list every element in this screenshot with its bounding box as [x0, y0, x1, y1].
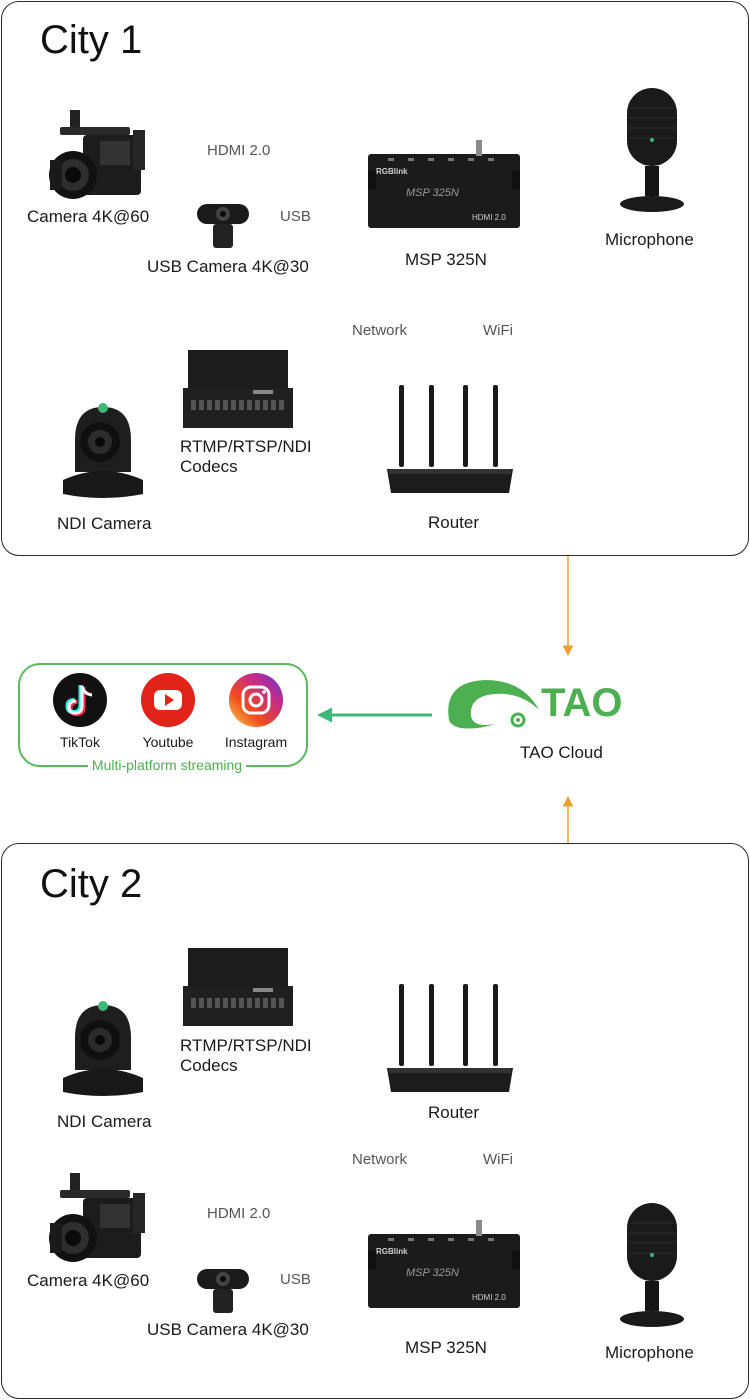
svg-text:RGBlink: RGBlink: [376, 1247, 408, 1256]
codec-rack-icon: [183, 948, 293, 1026]
usb-link-label-city1: USB: [280, 208, 311, 225]
network-label-city2: Network: [352, 1151, 408, 1168]
usb-link-label-city2: USB: [280, 1271, 311, 1288]
ptz-camera-icon: [63, 403, 143, 498]
codec-rack-icon: [183, 350, 293, 428]
codecs-label-line2-city1: Codecs: [180, 457, 238, 476]
router-label-city2: Router: [428, 1103, 480, 1122]
network-label-city1: Network: [352, 322, 408, 339]
camera-label-city2: Camera 4K@60: [27, 1271, 150, 1290]
city1-title: City 1: [40, 18, 143, 62]
ptz-camera-icon: [63, 1001, 143, 1096]
cinema-camera-icon: [49, 110, 145, 199]
svg-text:MSP 325N: MSP 325N: [406, 1267, 459, 1279]
msp-converter-icon: MSP 325N RGBlink HDMI 2.0: [368, 140, 520, 228]
wifi-label-city1: WiFi: [483, 322, 513, 339]
hdmi-link-label-city1: HDMI 2.0: [207, 142, 271, 159]
youtube-icon[interactable]: [141, 673, 195, 727]
streaming-caption: Multi-platform streaming: [87, 757, 247, 773]
microphone-icon: [620, 1203, 684, 1327]
ndi-camera-label-city2: NDI Camera: [57, 1112, 152, 1131]
svg-text:RGBlink: RGBlink: [376, 167, 408, 176]
msp-converter-icon: MSP 325N RGBlink HDMI 2.0: [368, 1220, 520, 1308]
msp-label-city1: MSP 325N: [405, 250, 487, 269]
city2-title: City 2: [40, 862, 143, 906]
tiktok-label: TikTok: [60, 734, 100, 750]
router-label-city1: Router: [428, 513, 480, 532]
instagram-icon[interactable]: [229, 673, 283, 727]
youtube-label: Youtube: [142, 734, 194, 750]
codecs-label-line1-city1: RTMP/RTSP/NDI: [180, 437, 312, 456]
svg-text:HDMI 2.0: HDMI 2.0: [472, 1293, 506, 1302]
router-icon: [387, 984, 513, 1092]
camera-label-city1: Camera 4K@60: [27, 207, 150, 226]
codecs-label-line2-city2: Codecs: [180, 1056, 238, 1075]
tao-cloud-logo-icon: TAO: [448, 680, 622, 729]
codecs-label-line1-city2: RTMP/RTSP/NDI: [180, 1036, 312, 1055]
msp-label-city2: MSP 325N: [405, 1338, 487, 1357]
ndi-camera-label-city1: NDI Camera: [57, 514, 152, 533]
svg-text:TAO: TAO: [541, 681, 622, 725]
usb-camera-label-city1: USB Camera 4K@30: [147, 257, 309, 276]
instagram-label: Instagram: [224, 734, 288, 750]
hdmi-link-label-city2: HDMI 2.0: [207, 1205, 271, 1222]
router-icon: [387, 385, 513, 493]
cinema-camera-icon: [49, 1173, 145, 1262]
usb-camera-label-city2: USB Camera 4K@30: [147, 1320, 309, 1339]
microphone-label-city2: Microphone: [605, 1343, 694, 1362]
tiktok-icon[interactable]: [53, 673, 107, 727]
webcam-icon: [197, 204, 249, 248]
svg-text:MSP 325N: MSP 325N: [406, 187, 459, 199]
wifi-label-city2: WiFi: [483, 1151, 513, 1168]
tao-cloud-label: TAO Cloud: [520, 743, 603, 762]
microphone-label-city1: Microphone: [605, 230, 694, 249]
webcam-icon: [197, 1269, 249, 1313]
microphone-icon: [620, 88, 684, 212]
svg-text:HDMI 2.0: HDMI 2.0: [472, 213, 506, 222]
